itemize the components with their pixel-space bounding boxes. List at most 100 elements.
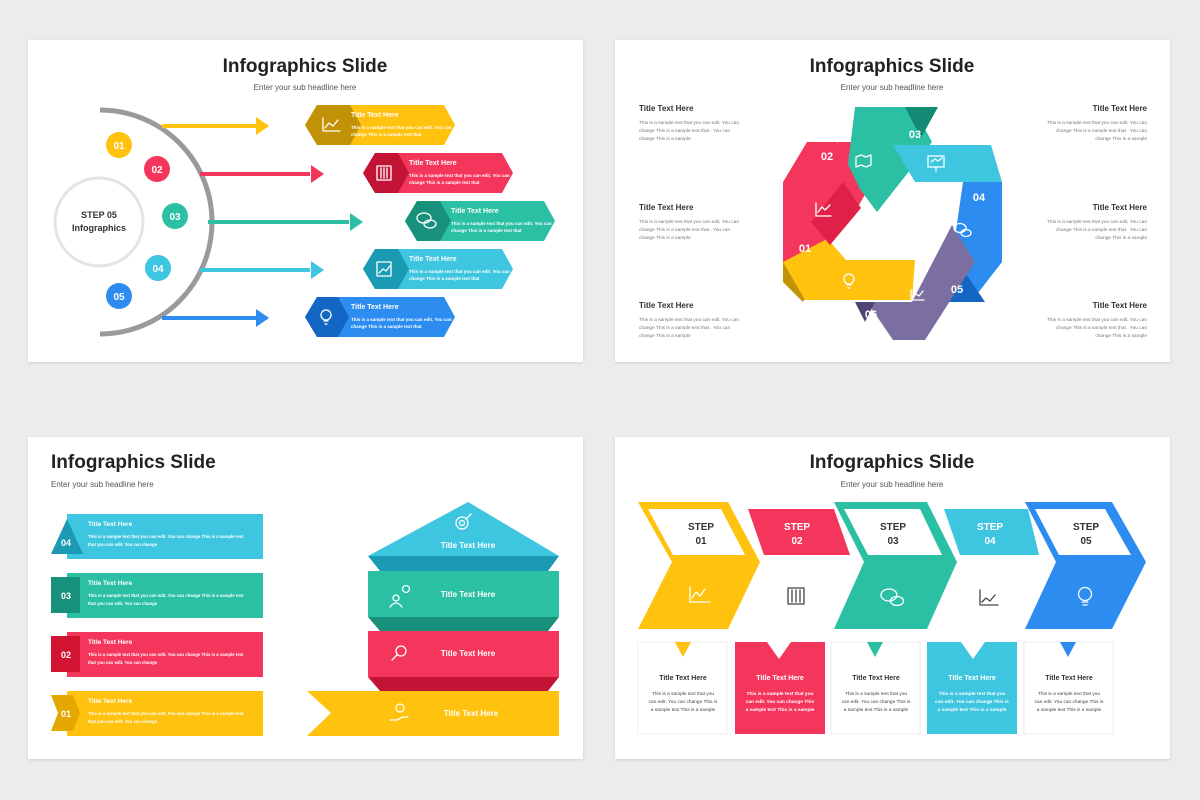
hex-number-01: 01 [799,243,811,255]
block-title: Title Text Here [1093,301,1148,310]
tower-level-yellow: Title Text Here [307,691,559,736]
center-circle [53,176,145,268]
hex-number-05: 05 [951,284,963,296]
block-line3: change This is a sample [639,235,691,241]
text-block-left-1: Title Text Here This is a sample text th… [639,104,739,142]
step-ribbon-01: Title Text Here This is a sample text th… [305,105,455,145]
block-line2: change This is a sample text that . You … [1056,128,1147,134]
ribbon-text-line1: This is a sample text that you can edit.… [451,221,552,226]
number-circle-03 [162,203,188,229]
step-card-02: Title Text Here This is a sample text th… [735,642,825,734]
bar-item-01: 01 Title Text Here This is a sample text… [51,691,263,736]
text-block-left-2: Title Text Here This is a sample text th… [639,203,739,241]
step-number: 03 [887,536,899,547]
block-line1: This is a sample text that you can edit.… [639,120,739,126]
card-title: Title Text Here [852,675,900,682]
step-04: STEP 04 [944,509,1039,606]
block-line3: change This is a sample [1095,136,1147,142]
bar-line1: This is a sample text that you can edit.… [88,652,244,657]
block-line1: This is a sample text that you can edit.… [639,219,739,225]
text-block-right-1: Title Text Here This is a sample text th… [1047,104,1148,142]
step-ribbon-03: Title Text Here This is a sample text th… [405,201,555,241]
number-label-01: 01 [113,141,125,152]
card-line3: a sample text This is a sample [938,707,1007,713]
target-icon [455,513,472,530]
ribbon-title: Title Text Here [351,112,399,119]
bar-line1: This is a sample text that you can edit.… [88,534,244,539]
step-ribbon-02: Title Text Here This is a sample text th… [363,153,513,193]
card-line2: can edit. You can change This is [842,699,911,705]
ribbon-title: Title Text Here [351,304,399,311]
block-title: Title Text Here [639,203,694,212]
tower-level-red: Title Text Here [368,631,559,691]
chat-icon [880,588,905,607]
card-line3: a sample text This is a sample [746,707,815,713]
text-block-right-3: Title Text Here This is a sample text th… [1047,301,1148,339]
step-03: STEP 03 [834,502,957,657]
ribbon-segment-03 [847,107,932,212]
step-card-03: Title Text Here This is a sample text th… [830,641,921,735]
ribbon-fold-06 [855,302,875,322]
hexagon-ribbon-diagram [783,107,1002,340]
step-label: STEP [1073,522,1099,533]
step-label: STEP [784,522,810,533]
step-label: STEP [688,522,714,533]
ribbon-title: Title Text Here [451,208,499,215]
slide-title: Infographics Slide [810,452,975,473]
bar-line1: This is a sample text that you can edit.… [88,593,244,598]
bulb-icon [1077,586,1093,606]
step-number: 02 [791,536,803,547]
ribbon-segment-02b [783,142,859,262]
ribbon-title: Title Text Here [409,256,457,263]
slide1-canvas: Infographics Slide Enter your sub headli… [53,56,555,337]
ribbon-text-line2: change This is a sample text that [409,276,480,281]
slide-chevron-steps: Infographics Slide Enter your sub headli… [615,437,1170,759]
slide-subtitle: Enter your sub headline here [254,83,357,92]
block-title: Title Text Here [1093,104,1148,113]
chart-icon [689,586,711,603]
ribbon-title: Title Text Here [409,160,457,167]
card-line2: can edit. You can change This is [935,699,1009,705]
block-line3: change This is a sample [639,136,691,142]
number-label-05: 05 [113,292,125,303]
slide-tower-infographic: Infographics Slide Enter your sub headli… [28,437,583,759]
ribbon-text-line2: change This is a sample text that [351,324,422,329]
number-circle-05 [106,283,132,309]
ribbon-text-line2: change This is a sample text that [351,132,422,137]
slide-title: Infographics Slide [223,56,388,77]
search-user-icon [391,645,407,661]
card-line2: can edit. You can change This is [649,699,718,705]
bulb-icon [843,273,855,289]
step-01: STEP 01 [638,502,760,657]
card-line1: This is a sample text that you [845,691,907,697]
bar-item-04: 04 Title Text Here This is a sample text… [51,514,263,559]
block-line2: change This is a sample text that . You … [1056,227,1147,233]
arrow-03 [208,213,363,231]
slide-subtitle: Enter your sub headline here [51,480,154,489]
hex-number-06: 06 [865,309,877,321]
number-label-03: 03 [169,212,181,223]
slide-hexagon-infographic: Infographics Slide Enter your sub headli… [615,40,1170,362]
block-line1: This is a sample text that you can edit.… [1047,219,1147,225]
ribbon-text-line1: This is a sample text that you can edit.… [351,125,452,130]
step-ribbon-05: Title Text Here This is a sample text th… [305,297,455,337]
card-title: Title Text Here [659,675,707,682]
card-line1: This is a sample text that you [939,691,1006,697]
hex-number-04: 04 [973,192,986,204]
slide2-canvas: Infographics Slide Enter your sub headli… [639,56,1148,340]
block-title: Title Text Here [1093,203,1148,212]
chart-icon [815,202,832,217]
step-02: STEP 02 [748,509,850,605]
bar-title: Title Text Here [88,521,133,528]
bar-number: 04 [61,538,71,548]
slide-subtitle: Enter your sub headline here [841,480,944,489]
hex-number-02: 02 [821,151,833,163]
ribbon-shade-02 [811,182,861,245]
bar-number: 03 [61,591,71,601]
bar-number: 01 [61,709,71,719]
bar-item-02: 02 Title Text Here This is a sample text… [51,632,263,677]
card-line1: This is a sample text that you [747,691,814,697]
map-icon [855,154,872,168]
text-block-left-3: Title Text Here This is a sample text th… [639,301,739,339]
block-title: Title Text Here [639,301,694,310]
